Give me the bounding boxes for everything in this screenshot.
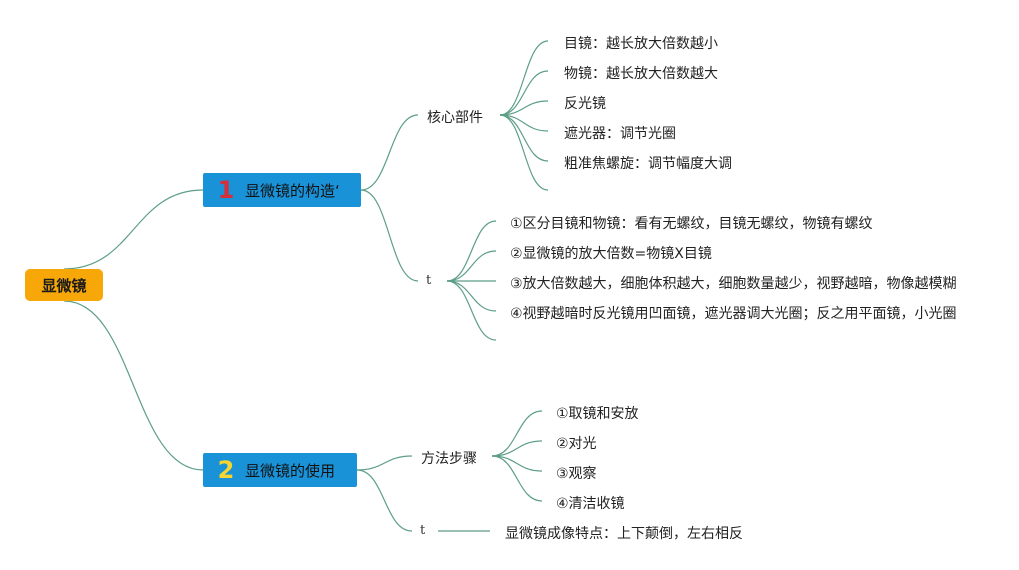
link-core-leaf [499,70,549,116]
subtopic-t-imaging[interactable]: t [420,523,426,538]
link-t-leaf [446,220,497,282]
subtopic-method-steps[interactable]: 方法步骤 [421,451,477,467]
link-branch1-t [360,189,419,282]
root-node[interactable]: 显微镜 [25,269,103,301]
leaf-step-4[interactable]: ④清洁收镜 [556,496,625,512]
link-branch1-core [360,114,419,191]
branch-structure-label: 显微镜的构造‘ [245,181,340,200]
number-one-icon: 1 [217,176,235,204]
subtopic-t-notes[interactable]: t [426,273,432,288]
leaf-coarse-focus[interactable]: 粗准焦螺旋：调节幅度大调 [564,156,732,172]
link-t-leaf [446,280,497,341]
link-step-leaf [491,455,543,472]
number-two-icon: 2 [217,456,235,484]
link-branch2-steps [356,455,413,471]
leaf-diaphragm[interactable]: 遮光器：调节光圈 [564,126,676,142]
leaf-reflector[interactable]: 反光镜 [564,96,606,112]
leaf-objective[interactable]: 物镜：越长放大倍数越大 [564,66,718,82]
link-branch2-t [356,469,413,532]
link-core-leaf [499,114,549,162]
link-step-leaf [491,440,543,457]
leaf-eyepiece[interactable]: 目镜：越长放大倍数越小 [564,36,718,52]
subtopic-core-parts[interactable]: 核心部件 [427,110,483,126]
link-t-leaf [446,280,497,312]
link-root-branch1 [63,189,204,270]
link-step-leaf [491,455,543,502]
branch-usage[interactable]: 2 显微镜的使用 [203,453,357,487]
link-t-leaf [446,250,497,282]
link-core-leaf [499,114,549,191]
link-core-leaf [499,100,549,116]
leaf-note-2[interactable]: ②显微镜的放大倍数=物镜X目镜 [510,246,712,262]
leaf-step-1[interactable]: ①取镜和安放 [556,406,639,422]
root-label: 显微镜 [41,276,87,295]
leaf-step-2[interactable]: ②对光 [556,436,597,452]
link-root-branch2 [63,300,204,471]
leaf-imaging-feature[interactable]: 显微镜成像特点：上下颠倒，左右相反 [505,526,743,542]
leaf-step-3[interactable]: ③观察 [556,466,597,482]
link-core-leaf [499,40,549,116]
branch-structure[interactable]: 1 显微镜的构造‘ [203,173,361,207]
leaf-note-1[interactable]: ①区分目镜和物镜：看有无螺纹，目镜无螺纹，物镜有螺纹 [510,216,873,232]
branch-usage-label: 显微镜的使用 [245,461,336,480]
leaf-note-4[interactable]: ④视野越暗时反光镜用凹面镜，遮光器调大光圈；反之用平面镜，小光圈 [510,306,957,322]
leaf-note-3[interactable]: ③放大倍数越大，细胞体积越大，细胞数量越少，视野越暗，物像越模糊 [510,276,957,292]
link-step-leaf [491,410,543,457]
